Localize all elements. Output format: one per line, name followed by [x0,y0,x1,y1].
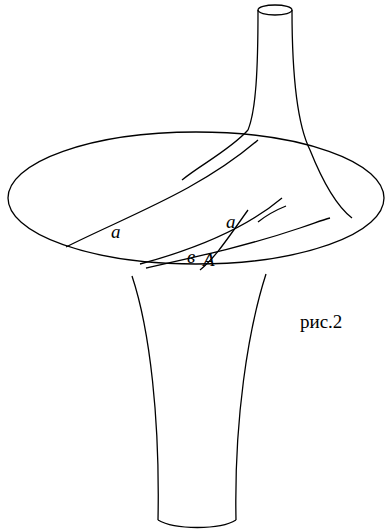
top-rim [258,5,292,15]
bottom-rim [158,520,236,528]
bottom-neck-right [236,274,266,520]
top-neck-right [292,10,352,218]
point-label: А [203,250,215,269]
bottom-neck-left [132,276,158,520]
top-neck-left [248,10,258,130]
inner-curve [182,130,248,180]
generator-a2 [200,210,248,270]
point-label: в [187,247,195,266]
figure-caption: рис.2 [300,312,342,331]
point-label: а [226,212,236,231]
point-label: а [111,222,121,241]
generator-A [146,218,330,268]
short-curve [258,206,286,222]
generator-a [66,140,258,247]
flare-ellipse [8,132,384,264]
